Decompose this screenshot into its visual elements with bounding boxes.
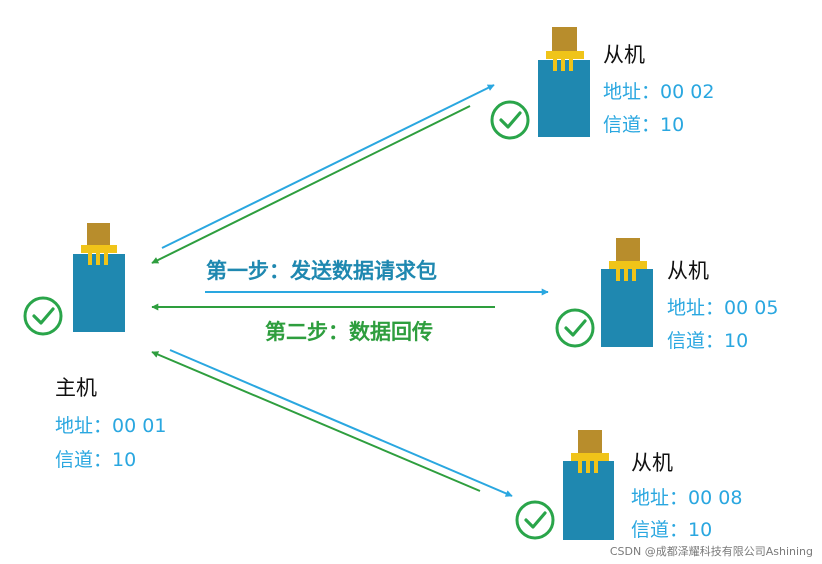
credit-watermark: CSDN @成都泽耀科技有限公司Ashining [610,544,813,558]
slave-title: 从机 [631,451,673,475]
slave-channel: 信道：10 [667,330,748,352]
channel-label: 信道： [55,449,112,471]
reply-arrow-from-slave-top [151,105,471,264]
request-arrow-to-slave-top [161,84,495,249]
request-arrow-to-slave-bottom [169,349,513,497]
slave-title: 从机 [667,259,709,283]
check-icon [490,100,530,140]
step1-label: 第一步：发送数据请求包 [206,259,437,283]
channel-value: 10 [724,330,748,352]
slave-address: 地址：00 02 [603,81,714,103]
address-value: 00 02 [660,81,714,103]
slave-channel: 信道：10 [603,114,684,136]
address-label: 地址： [667,297,724,319]
check-icon [23,296,63,336]
reply-arrow-from-slave-bottom [151,351,481,492]
usb-device-icon [538,27,590,137]
channel-label: 信道： [603,114,660,136]
check-icon [515,500,555,540]
slave-address: 地址：00 05 [667,297,778,319]
address-value: 00 01 [112,415,166,437]
check-icon [555,308,595,348]
channel-value: 10 [112,449,136,471]
channel-value: 10 [688,519,712,541]
address-value: 00 05 [724,297,778,319]
slave-node-bottom: 从机 地址：00 08 信道：10 [515,430,742,541]
channel-value: 10 [660,114,684,136]
step2-label: 第二步：数据回传 [265,320,433,344]
master-channel: 信道：10 [55,449,136,471]
usb-device-icon [73,223,125,332]
slave-node-top: 从机 地址：00 02 信道：10 [490,27,714,140]
slave-node-middle: 从机 地址：00 05 信道：10 [555,238,778,352]
slave-channel: 信道：10 [631,519,712,541]
master-address: 地址：00 01 [55,415,166,437]
slave-address: 地址：00 08 [631,487,742,509]
channel-label: 信道： [631,519,688,541]
master-node: 主机 地址：00 01 信道：10 [23,223,166,471]
address-label: 地址： [603,81,660,103]
address-label: 地址： [55,415,112,437]
address-label: 地址： [631,487,688,509]
channel-label: 信道： [667,330,724,352]
usb-device-icon [563,430,614,540]
usb-device-icon [601,238,653,347]
slave-title: 从机 [603,43,645,67]
address-value: 00 08 [688,487,742,509]
master-title: 主机 [55,376,97,400]
